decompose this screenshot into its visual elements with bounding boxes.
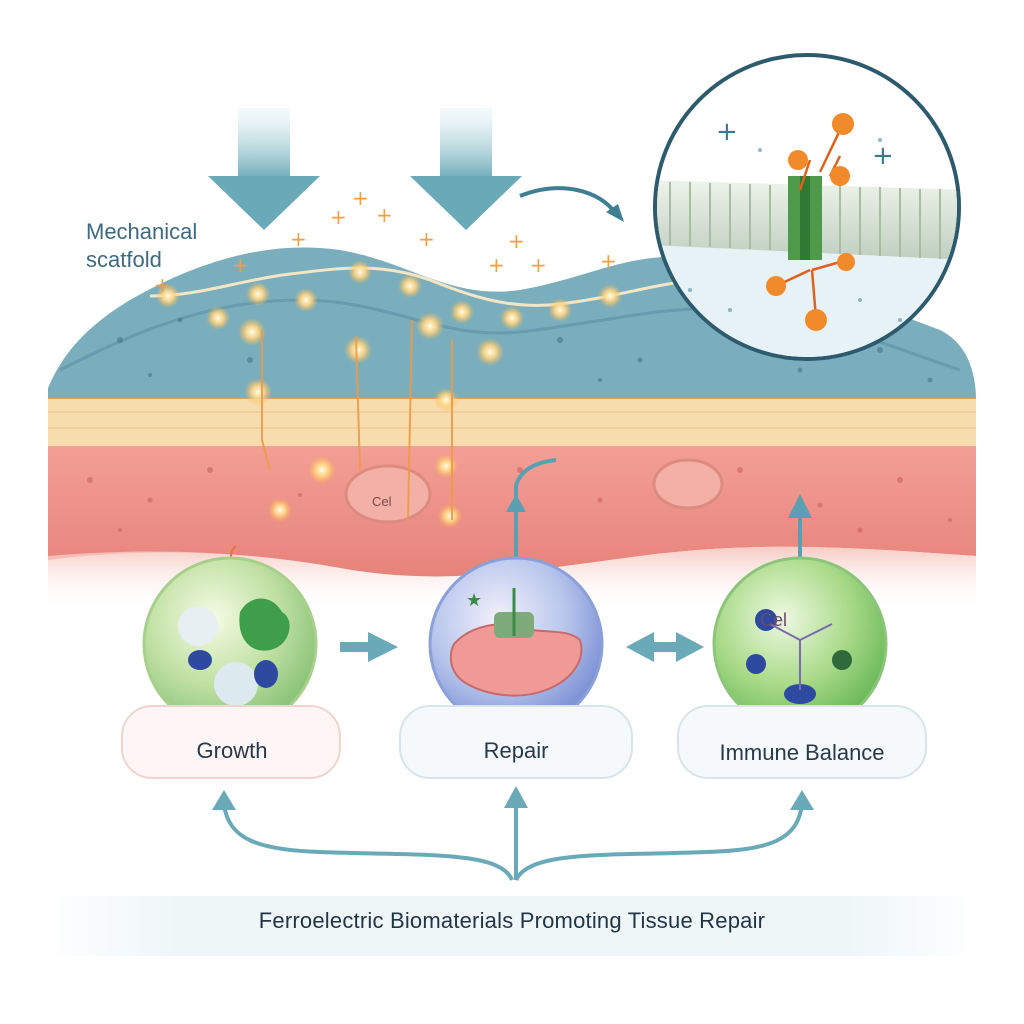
stage-sphere-growth	[142, 556, 318, 732]
curved-arrow-to-zoom	[519, 186, 618, 216]
svg-text:+: +	[352, 186, 369, 210]
svg-text:+: +	[716, 117, 738, 147]
feedback-arrows	[222, 802, 804, 882]
stage-arrow-2	[626, 632, 704, 662]
stage-sphere-immune: Cel	[712, 556, 888, 732]
membrane-zoom-inset: ++	[653, 53, 961, 361]
plus-charges: +++ +++ +++ ++	[154, 186, 617, 297]
scaffold-label: Mechanical scatfold	[86, 218, 246, 274]
title-bar	[40, 896, 984, 956]
cell-label-left: Cel	[372, 494, 392, 509]
scaffold-label-line1: Mechanical	[86, 219, 198, 244]
repair-label: Repair	[483, 738, 549, 763]
stage-arrow-1	[340, 632, 398, 662]
scaffold-label-line2: scatfold	[86, 247, 162, 272]
repair-pill	[399, 705, 633, 779]
svg-text:+: +	[290, 227, 307, 251]
cell-body-right	[652, 458, 724, 510]
svg-text:+: +	[872, 141, 894, 171]
svg-text:+: +	[330, 205, 347, 229]
svg-text:+: +	[154, 273, 171, 297]
svg-text:+: +	[488, 253, 505, 277]
diagram-title: Ferroelectric Biomaterials Promoting Tis…	[258, 908, 766, 933]
svg-text:+: +	[530, 253, 547, 277]
svg-text:+: +	[376, 203, 393, 227]
cell-label-right: Cel	[760, 610, 787, 630]
svg-text:+: +	[600, 249, 617, 273]
svg-text:+: +	[418, 227, 435, 251]
immune-balance-label: Immune Balance	[719, 740, 885, 765]
compression-arrow-right	[410, 108, 522, 230]
stage-sphere-repair: ★	[428, 556, 604, 732]
immune-pill	[677, 705, 927, 779]
svg-text:+: +	[508, 229, 525, 253]
signal-arrow-repair	[506, 458, 557, 586]
svg-text:★: ★	[466, 590, 482, 611]
growth-label: Growth	[196, 738, 268, 763]
growth-pill	[121, 705, 341, 779]
svg-text:+: +	[232, 253, 249, 277]
compression-arrow-left	[208, 108, 320, 230]
tissue-layer-yellow	[48, 398, 976, 446]
